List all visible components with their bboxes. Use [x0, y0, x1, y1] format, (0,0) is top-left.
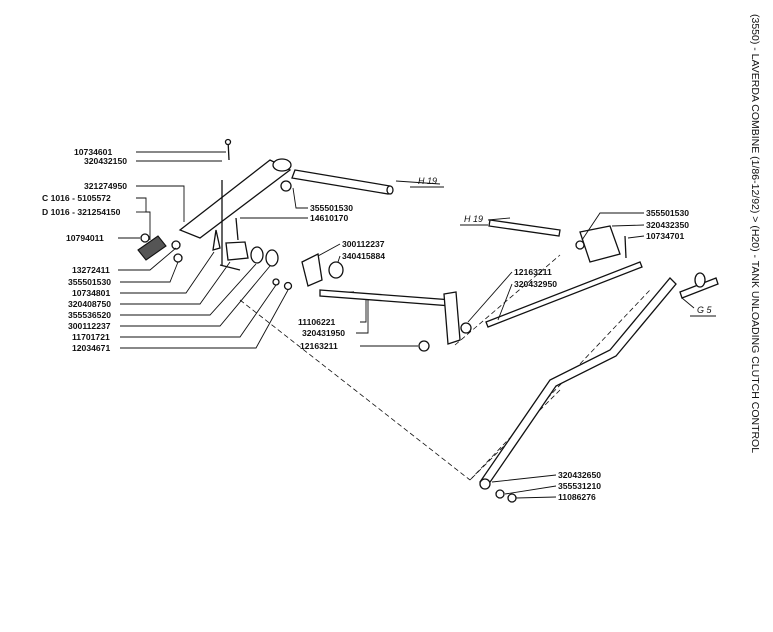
- pin-head: [224, 138, 232, 146]
- alignment-line-3: [469, 389, 561, 481]
- bushing-355536520: [250, 246, 264, 264]
- bracket-plate: [301, 253, 323, 287]
- nut-12163211-b: [418, 340, 430, 352]
- label-11106221: 11106221: [298, 317, 336, 327]
- label-13272411: 13272411: [72, 265, 110, 275]
- label-14610170: 14610170: [310, 213, 348, 223]
- shaft-end-left: [386, 185, 394, 195]
- label-c1016: C 1016 - 5105572: [42, 193, 111, 203]
- shaft-h19-right: [488, 219, 561, 237]
- circlip-12034671: [283, 281, 293, 291]
- leader-lines: [118, 151, 695, 499]
- link-rod: [479, 277, 677, 490]
- nut-12163211: [460, 322, 472, 334]
- label-300112237-b: 300112237: [342, 239, 385, 249]
- clamp-block: [225, 241, 249, 261]
- nut-13272411: [171, 240, 181, 250]
- label-12034671: 12034671: [72, 343, 110, 353]
- label-355501530-a: 355501530: [68, 277, 111, 287]
- bracket-right: [579, 225, 621, 263]
- diagram-title: (3550) - LAVERDA COMBINE (1/86-12/92) > …: [749, 14, 761, 453]
- label-12163211-b: 12163211: [300, 341, 338, 351]
- alignment-line-1: [239, 299, 471, 481]
- rod-g5-end: [694, 272, 706, 288]
- label-10794011: 10794011: [66, 233, 104, 243]
- label-355501530-b: 355501530: [310, 203, 353, 213]
- label-355501530-c: 355501530: [646, 208, 689, 218]
- nut-10794011: [140, 233, 150, 243]
- spring-14610170: [235, 217, 239, 241]
- label-d1016: D 1016 - 321254150: [42, 207, 121, 217]
- label-320432950: 320432950: [514, 279, 557, 289]
- bushing-340415884: [328, 261, 344, 279]
- ref-g5: G 5: [697, 305, 713, 315]
- parts-drawing: [137, 138, 719, 503]
- label-11086276: 11086276: [558, 492, 596, 502]
- bushing-300112237: [265, 249, 279, 267]
- washer-355501530: [173, 253, 183, 263]
- ref-h19-right: H 19: [464, 214, 483, 224]
- washer-355531210: [495, 489, 505, 499]
- label-320432650: 320432650: [558, 470, 601, 480]
- threaded-rod: [485, 261, 643, 328]
- label-340415884: 340415884: [342, 251, 385, 261]
- ref-h19-left: H 19: [418, 176, 437, 186]
- reference-tags: H 19 H 19 G 5: [410, 176, 716, 317]
- label-12163211-a: 12163211: [514, 267, 552, 277]
- label-11701721: 11701721: [72, 332, 110, 342]
- label-355531210: 355531210: [558, 481, 601, 491]
- pin-10734701: [624, 235, 627, 259]
- label-320432150: 320432150: [84, 156, 127, 166]
- label-321274950: 321274950: [84, 181, 127, 191]
- label-10734801: 10734801: [72, 288, 110, 298]
- lever-arm: [178, 159, 292, 239]
- shaft-h19-left: [291, 169, 391, 195]
- label-10734601: 10734601: [74, 147, 112, 157]
- alignment-line-2: [469, 289, 651, 481]
- washer-right: [575, 240, 585, 250]
- lever-pivot: [272, 158, 292, 172]
- label-300112237-a: 300112237: [68, 321, 111, 331]
- washer-355501530-b: [280, 180, 292, 192]
- cross-shaft: [319, 289, 453, 307]
- part-labels: 10734601 320432150 321274950 C 1016 - 51…: [42, 147, 689, 502]
- link-rod-eye: [479, 478, 491, 490]
- label-10734701: 10734701: [646, 231, 684, 241]
- handle-grip: [137, 235, 167, 261]
- label-320432350: 320432350: [646, 220, 689, 230]
- label-320408750: 320408750: [68, 299, 111, 309]
- nut-11086276: [507, 493, 517, 503]
- label-320431950: 320431950: [302, 328, 345, 338]
- label-355536520: 355536520: [68, 310, 111, 320]
- lever-rod-foot: [219, 264, 241, 271]
- split-pin: [212, 229, 221, 251]
- washer-11701721: [272, 278, 280, 286]
- alignment-line-4: [454, 254, 561, 346]
- shaft-end-bracket: [443, 291, 461, 345]
